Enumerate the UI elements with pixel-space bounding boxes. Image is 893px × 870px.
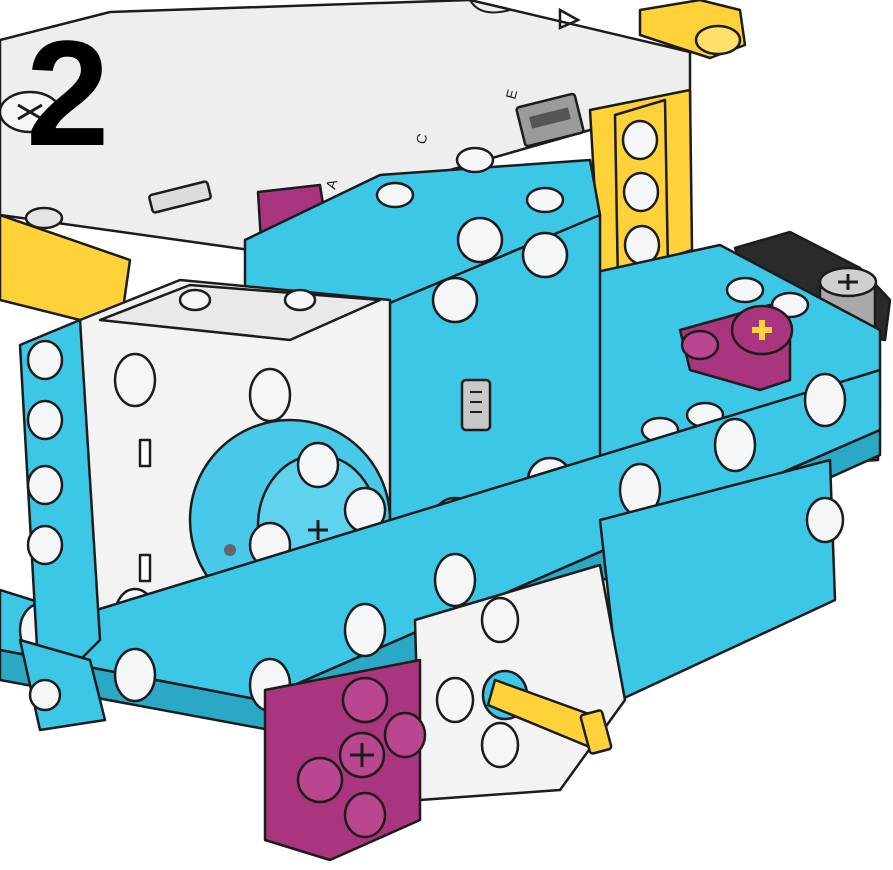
- yellow-axle: [486, 678, 613, 755]
- magenta-crank-arm: [678, 303, 794, 392]
- svg-text:C: C: [412, 132, 430, 146]
- svg-text:E: E: [502, 88, 520, 101]
- yellow-beam: [613, 98, 670, 287]
- yellow-axle-top: [638, 0, 747, 60]
- step-number: 2: [26, 9, 109, 177]
- azure-frame-front: [0, 318, 882, 732]
- magenta-connector-block: [263, 658, 427, 862]
